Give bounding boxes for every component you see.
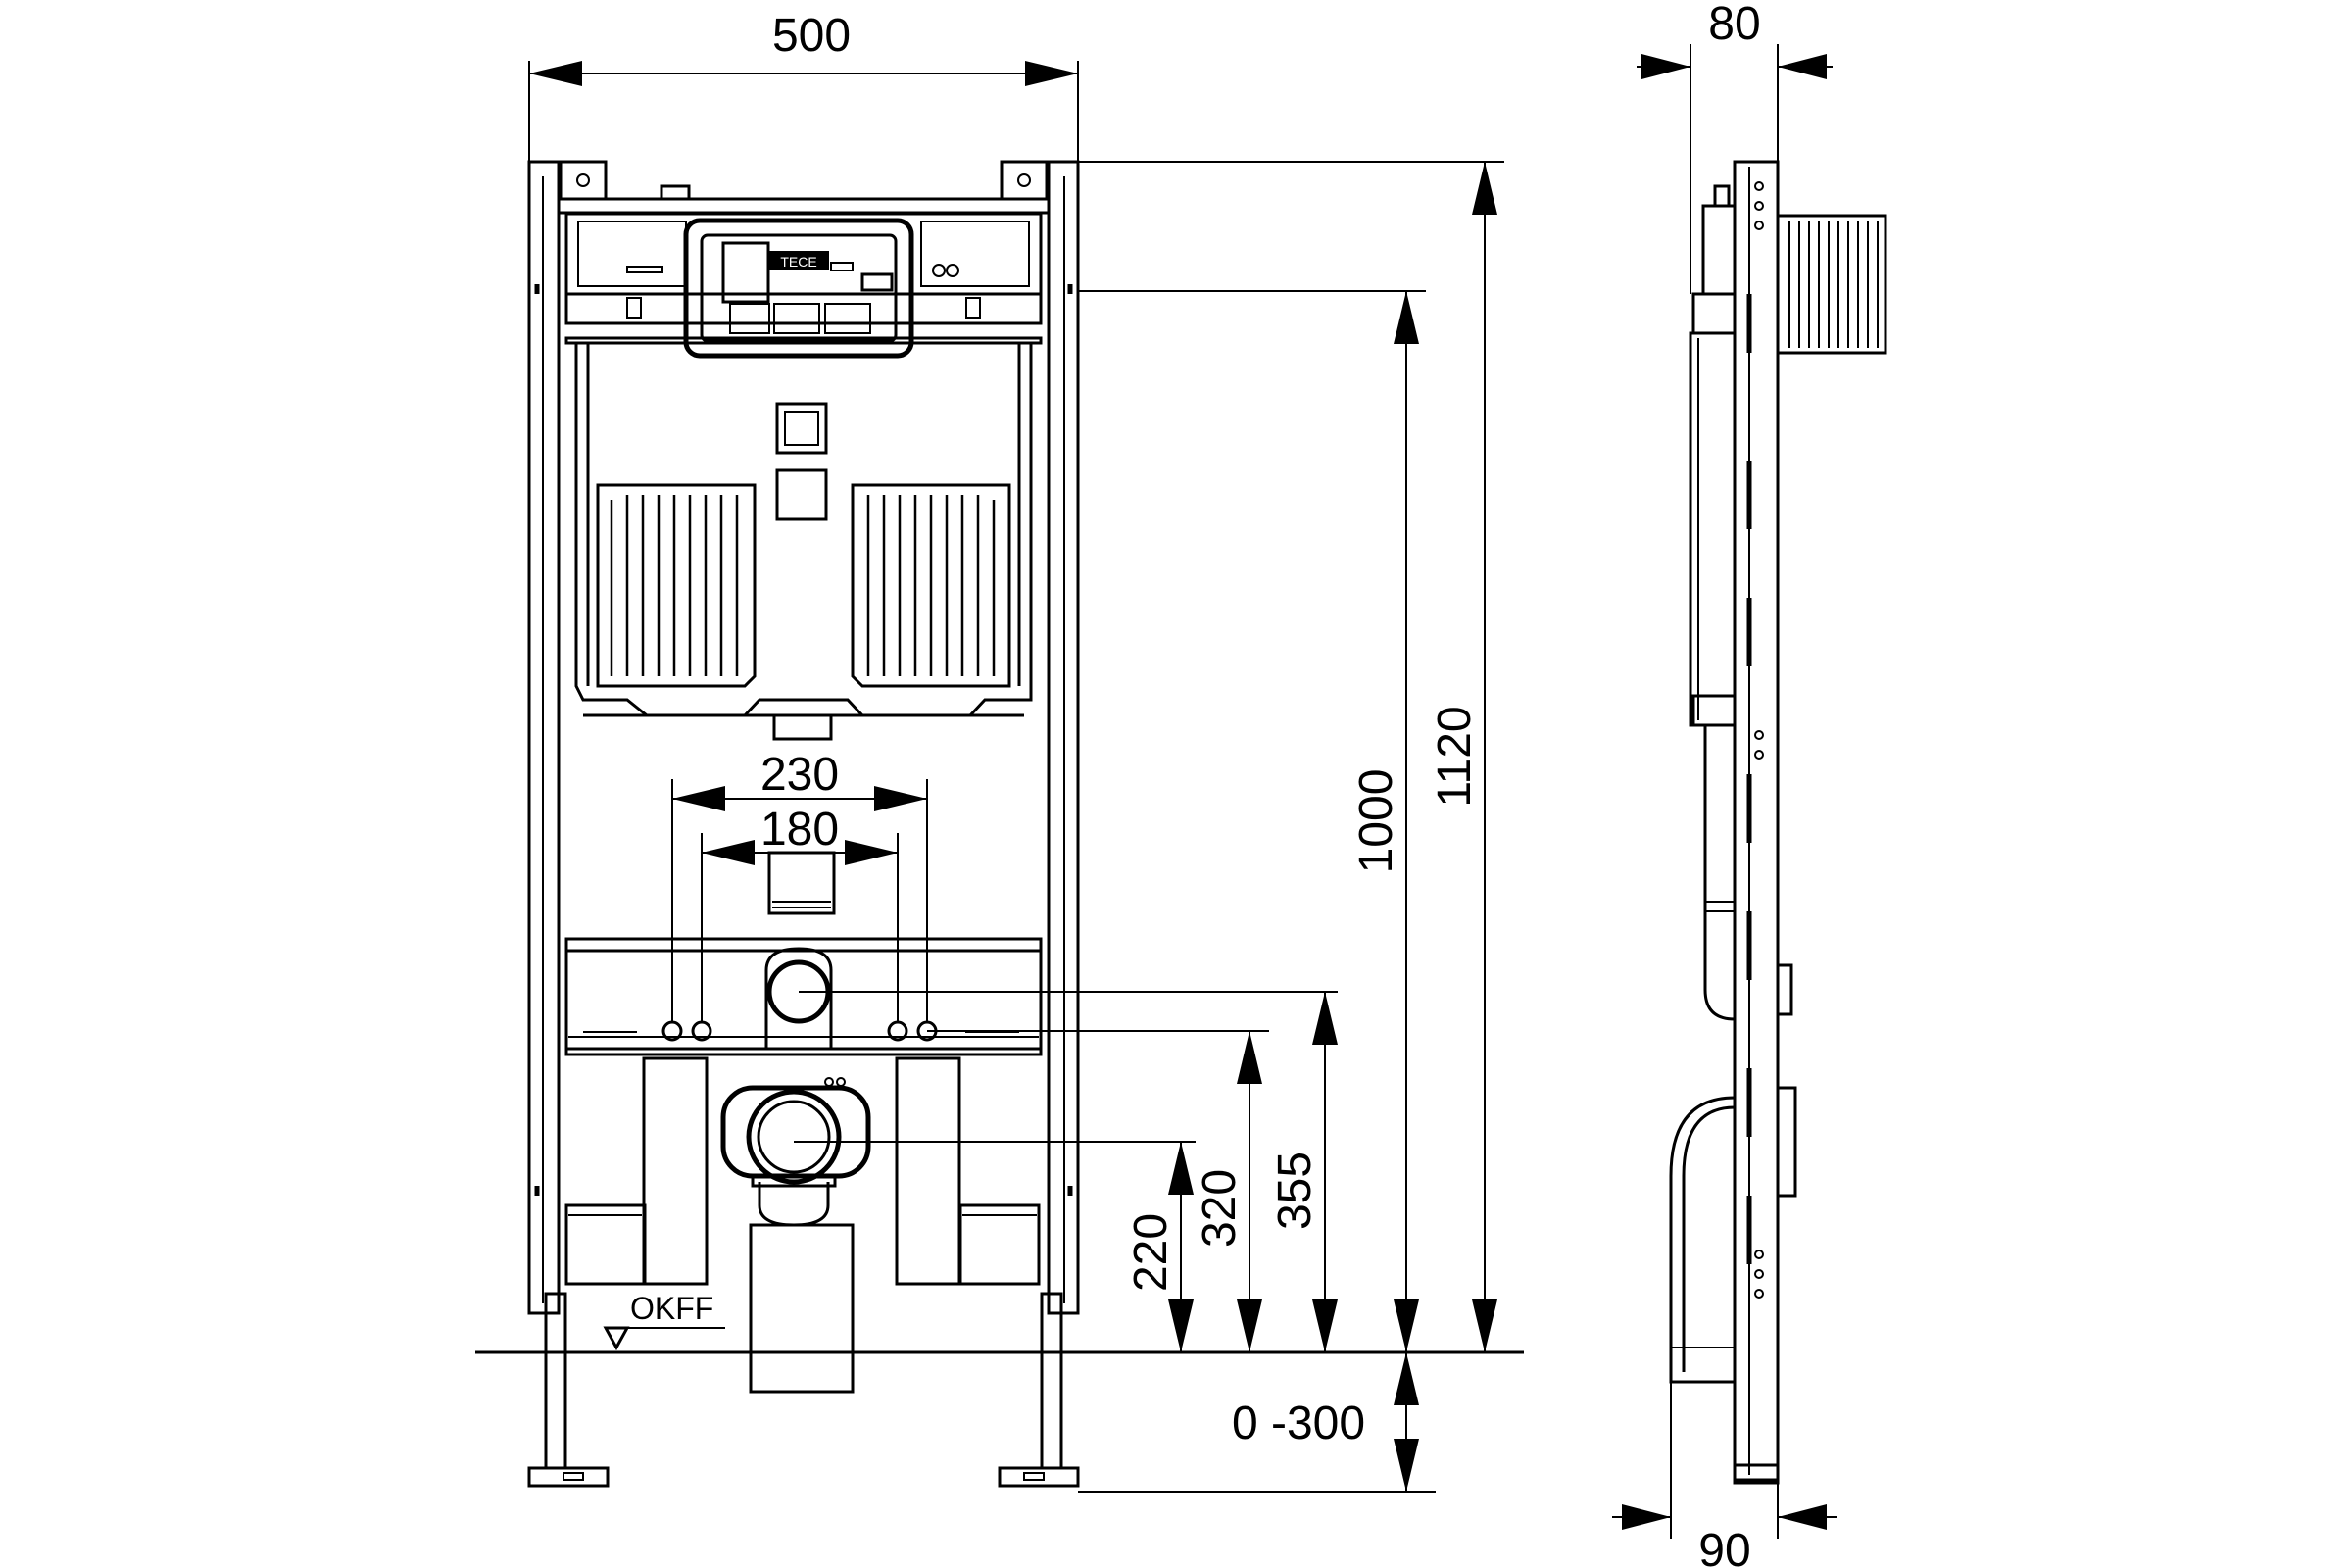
height-220-label: 220	[1125, 1213, 1177, 1292]
right-ribbed-panel	[851, 483, 1011, 688]
top-right-bracket	[1000, 160, 1049, 201]
side-depth-bottom-label: 90	[1698, 1525, 1750, 1568]
side-view-frame	[1669, 160, 1887, 1485]
dimension-width-500: 500	[528, 10, 1079, 162]
dimension-height-1000: 1000	[1078, 290, 1426, 1352]
right-post	[1047, 160, 1080, 1315]
top-left-bracket	[559, 160, 608, 201]
inspection-opening-upper	[775, 402, 828, 455]
dimension-height-1120: 1120	[1078, 161, 1504, 1352]
dimension-height-355: 355	[799, 991, 1338, 1352]
floor-marker-icon	[603, 1326, 630, 1351]
height-355-label: 355	[1269, 1152, 1321, 1230]
tank-brand-label: TECE	[780, 254, 816, 270]
side-cistern-top	[1701, 204, 1737, 296]
mounting-plate	[564, 949, 1043, 1051]
flush-panel-frame	[683, 218, 914, 359]
front-view-frame: TECE	[527, 160, 1080, 1488]
water-inlet	[764, 947, 833, 1049]
side-drain-elbow	[1669, 1096, 1736, 1384]
side-flush-panel	[1776, 214, 1887, 355]
drain-pipe	[749, 1223, 855, 1394]
dimension-depth-90: 90	[1612, 1382, 1838, 1568]
width-label: 500	[772, 10, 851, 62]
top-rail	[557, 197, 1051, 215]
inspection-opening-lower	[775, 468, 828, 521]
left-ribbed-panel	[596, 483, 757, 688]
side-depth-top-label: 80	[1708, 0, 1760, 50]
side-cistern-body	[1689, 331, 1737, 727]
left-post	[527, 160, 561, 1315]
spacing-230-label: 230	[760, 749, 839, 801]
height-1120-label: 1120	[1429, 706, 1481, 807]
height-320-label: 320	[1194, 1169, 1246, 1248]
drain-outlet	[746, 1089, 842, 1185]
height-1000-label: 1000	[1350, 769, 1402, 874]
tece-logo-block	[768, 251, 829, 270]
dimension-bolt-spacing-230: 230	[671, 749, 928, 1022]
adjust-range-label: 0 -300	[1232, 1397, 1365, 1449]
floor-level-label: OKFF	[630, 1291, 713, 1326]
left-foot	[527, 1466, 610, 1488]
dimension-bolt-spacing-180: 180	[701, 804, 899, 1022]
dimension-height-220: 220	[794, 1141, 1196, 1352]
dimension-adjust-range: 0 -300	[1078, 1352, 1436, 1493]
spacing-180-label: 180	[760, 804, 839, 856]
dimension-depth-80: 80	[1637, 0, 1833, 294]
right-foot	[998, 1466, 1080, 1488]
side-post	[1733, 160, 1780, 1482]
dimension-height-320: 320	[927, 1030, 1269, 1352]
